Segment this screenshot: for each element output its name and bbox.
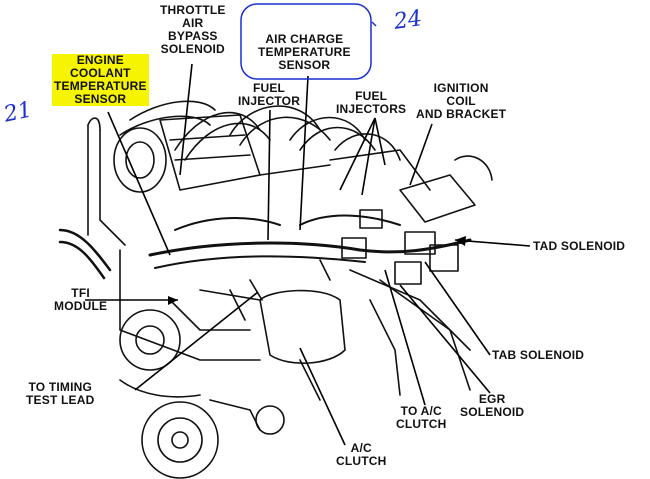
label-line: BYPASS xyxy=(167,29,218,43)
label-line: AND BRACKET xyxy=(416,107,507,121)
handwritten-circle xyxy=(240,3,372,80)
label-line: COIL xyxy=(446,94,476,108)
label-line: TAB SOLENOID xyxy=(492,348,585,362)
label-throttle-air-bypass-solenoid: THROTTLE AIR BYPASS SOLENOID xyxy=(160,4,226,56)
label-tfi-module: TFI MODULE xyxy=(54,287,107,313)
label-line: ENGINE xyxy=(52,54,149,67)
label-tad-solenoid: TAD SOLENOID xyxy=(533,240,625,253)
label-line: INJECTORS xyxy=(336,102,407,116)
handwritten-mark xyxy=(371,21,377,27)
label-fuel-injector: FUEL INJECTOR xyxy=(238,82,300,108)
label-line: AIR CHARGE xyxy=(265,32,344,46)
label-ignition-coil-and-bracket: IGNITION COIL AND BRACKET xyxy=(416,82,506,121)
label-engine-coolant-temperature-sensor: ENGINE COOLANT TEMPERATURE SENSOR xyxy=(52,54,149,106)
handwritten-number-top: 24 xyxy=(392,6,424,35)
label-line: TAD SOLENOID xyxy=(533,239,626,253)
label-line: AIR xyxy=(182,16,204,30)
label-line: TO TIMING xyxy=(28,380,93,394)
label-line: A/C xyxy=(350,441,372,455)
label-line: MODULE xyxy=(54,299,108,313)
label-line: CLUTCH xyxy=(396,417,447,431)
label-line: EGR xyxy=(478,392,506,406)
label-line: SOLENOID xyxy=(160,42,225,56)
label-tab-solenoid: TAB SOLENOID xyxy=(492,349,584,362)
label-line: FUEL xyxy=(355,89,388,103)
label-line: TFI xyxy=(71,286,90,300)
label-line: FUEL xyxy=(252,81,286,95)
label-line: CLUTCH xyxy=(336,454,387,468)
label-to-timing-test-lead: TO TIMING TEST LEAD xyxy=(26,381,94,407)
label-line: IGNITION xyxy=(433,81,489,95)
label-line: COOLANT xyxy=(52,67,149,80)
label-line: TO A/C xyxy=(400,404,442,418)
label-egr-solenoid: EGR SOLENOID xyxy=(460,393,524,419)
label-line: INJECTOR xyxy=(238,94,301,108)
label-line: SENSOR xyxy=(52,93,149,106)
label-ac-clutch: A/C CLUTCH xyxy=(336,442,387,468)
label-to-ac-clutch: TO A/C CLUTCH xyxy=(396,405,447,431)
label-line: TEMPERATURE xyxy=(258,45,351,59)
label-fuel-injectors: FUEL INJECTORS xyxy=(336,90,406,116)
label-air-charge-temperature-sensor: AIR CHARGE TEMPERATURE SENSOR xyxy=(258,33,351,72)
label-line: TEMPERATURE xyxy=(52,79,149,93)
label-line: THROTTLE xyxy=(160,3,226,17)
label-line: SENSOR xyxy=(278,58,331,72)
label-line: TEST LEAD xyxy=(26,393,95,407)
label-line: SOLENOID xyxy=(460,405,525,419)
